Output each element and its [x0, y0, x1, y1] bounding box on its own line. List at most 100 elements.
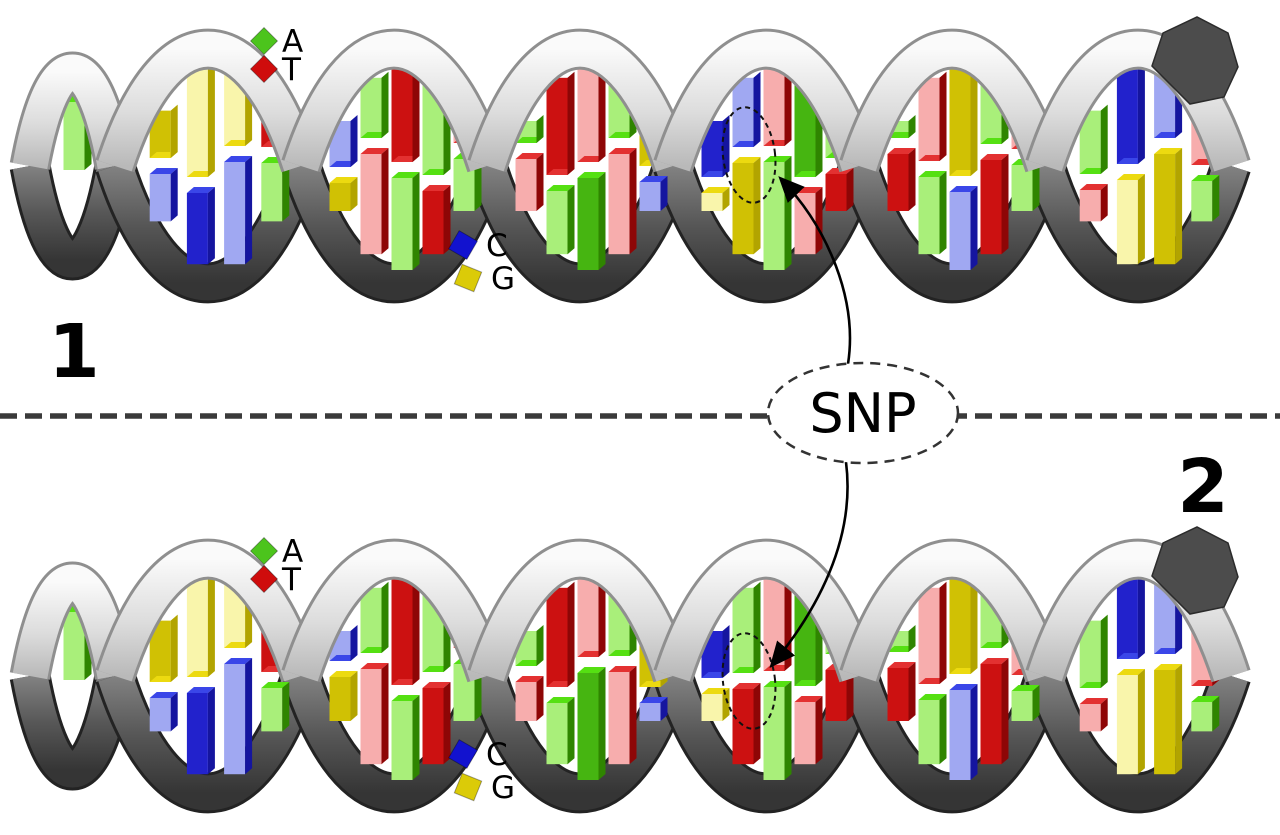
legend-helix2-cg: C G [447, 737, 515, 806]
base-pair [918, 581, 947, 765]
nucleotide-bar-t [887, 662, 916, 721]
nucleotide-bar-t [608, 148, 637, 255]
nucleotide-bar-t [980, 154, 1009, 255]
nucleotide-bar-a [1191, 175, 1220, 222]
nucleotide-bar-c [949, 684, 978, 780]
snp-base-pair [732, 71, 761, 255]
nucleotide-bar-t [515, 153, 544, 211]
base-pair [360, 71, 389, 255]
base-pair [149, 614, 178, 732]
nucleotide-bar-t [608, 666, 637, 765]
nucleotide-bar-t [422, 682, 451, 765]
nucleotide-bar-c [1116, 571, 1145, 659]
nucleotide-bar-a [546, 185, 575, 255]
nucleotide-bar-g [149, 104, 178, 158]
nucleotide-bar-g [149, 614, 178, 682]
base-pair [918, 71, 947, 255]
nucleotide-bar-a [577, 172, 606, 270]
nucleotide-bar-t [360, 663, 389, 765]
nucleotide-bar-t [918, 581, 947, 684]
helix-ribbon-front [12, 54, 133, 170]
helix-ribbon-back [656, 160, 876, 301]
legend-label-t: T [281, 562, 302, 598]
nucleotide-bar-c [639, 697, 668, 721]
nucleotide-bar-t [391, 56, 420, 162]
nucleotide-bar-c [149, 692, 178, 732]
guanine-diamond-icon [453, 263, 483, 293]
helix-ribbon-back [12, 672, 133, 788]
nucleotide-bar-c [186, 187, 215, 265]
legend-label-c: C [486, 228, 508, 264]
nucleotide-bar-g [701, 187, 730, 211]
nucleotide-bar-a [732, 581, 761, 673]
nucleotide-bar-t [1079, 698, 1108, 732]
base-pair [515, 115, 544, 211]
nucleotide-bar-g [329, 177, 358, 211]
nucleotide-bar-a [360, 581, 389, 653]
nucleotide-bar-c [224, 156, 253, 265]
helix-ribbon-front [470, 541, 690, 682]
helix-ribbon-back [12, 162, 133, 278]
base-pair [1116, 571, 1145, 775]
base-pair [186, 61, 215, 265]
base-pair [391, 566, 420, 780]
helix-ribbon-front [656, 31, 876, 172]
helix-ribbon-front [656, 541, 876, 682]
base-pair [149, 104, 178, 222]
nucleotide-bar-c [639, 176, 668, 211]
nucleotide-bar-t [422, 185, 451, 255]
nucleotide-bar-t [391, 566, 420, 685]
nucleotide-bar-a [763, 681, 792, 780]
cytosine-diamond-icon [447, 738, 479, 770]
base-pair [949, 56, 978, 270]
helix-ribbon-back [284, 670, 504, 811]
helix-ribbon-front [842, 31, 1062, 172]
nucleotide-bar-a [763, 156, 792, 270]
snp-callout-ellipse [766, 361, 960, 465]
base-pair [329, 115, 358, 211]
dna-helix-2 [9, 526, 1251, 814]
nucleotide-bar-c [186, 687, 215, 775]
nucleotide-bar-t [515, 676, 544, 721]
nucleotide-bar-a [1011, 685, 1040, 721]
nucleotide-bar-t [732, 683, 761, 765]
guanine-diamond-icon [453, 772, 483, 802]
nucleotide-bar-g [1154, 148, 1183, 265]
nucleotide-bar-g [1116, 174, 1145, 265]
legend-label-g: G [491, 261, 515, 297]
nucleotide-bar-a [360, 71, 389, 138]
nucleotide-bar-c [329, 115, 358, 167]
nucleotide-bar-t [825, 168, 854, 211]
adenine-diamond-icon [249, 536, 279, 566]
base-pair [1079, 614, 1108, 732]
nucleotide-bar-t [577, 56, 606, 162]
base-pair [1116, 61, 1145, 265]
snp-label: SNP [809, 382, 916, 445]
nucleotide-bar-t [1079, 184, 1108, 222]
helix-ribbon-front [842, 541, 1062, 682]
helix-ribbon-back [470, 160, 690, 301]
nucleotide-bar-g [949, 566, 978, 674]
snp-arrow-to-helix-2 [769, 461, 849, 669]
helix-ribbon-front [284, 541, 504, 682]
base-pair [763, 566, 792, 780]
nucleotide-bar-a [918, 694, 947, 765]
nucleotide-bar-a [918, 171, 947, 255]
nucleotide-bar-g [949, 56, 978, 176]
base-pair [577, 56, 606, 270]
nucleotide-bar-a [1191, 696, 1220, 732]
legend-helix2-at: A T [249, 534, 303, 598]
nucleotide-bar-a [261, 157, 290, 222]
helix-ribbon-front [1028, 541, 1248, 682]
helix-ribbon-front [98, 31, 318, 172]
legend-label-g: G [491, 770, 515, 806]
helix-ribbon-front [98, 541, 318, 682]
base-pair [546, 581, 575, 765]
nucleotide-bar-t [887, 148, 916, 211]
nucleotide-bar-a [1079, 614, 1108, 688]
nucleotide-bar-c [1116, 61, 1145, 164]
base-pair [422, 71, 451, 255]
nucleotide-bar-a [261, 682, 290, 732]
nucleotide-bar-c [701, 115, 730, 177]
